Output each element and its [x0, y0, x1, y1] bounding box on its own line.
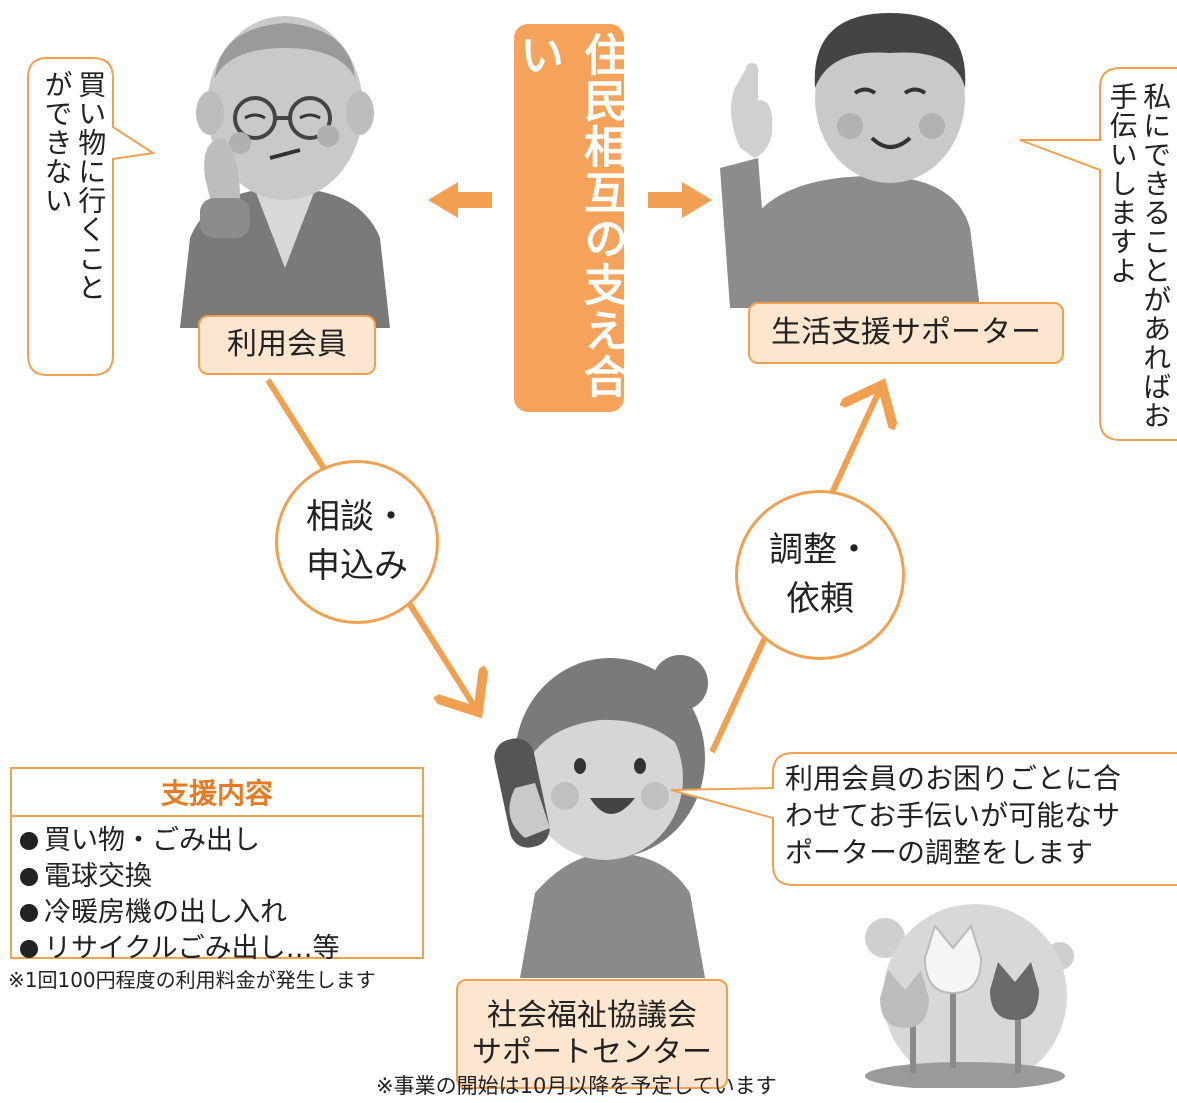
supporter-speech-bubble-shape [1019, 67, 1177, 441]
center-speech-bubble-shape [670, 752, 1177, 886]
fee-note: ※1回100円程度の利用料金が発生します [8, 968, 376, 992]
center-speech-text: 利用会員のお困りごとに合 わせてお手伝いが可能なサ ポーターの調整をします [785, 760, 1175, 871]
consult-apply-circle: 相談・申込み [275, 460, 439, 624]
footer-note: ※事業の開始は10月以降を予定しています [376, 1074, 777, 1098]
support-item-text: 電球交換 [44, 861, 152, 892]
user-speech-text: 買い物に行くことができない [40, 70, 108, 302]
center-label-line2: サポートセンター [472, 1035, 712, 1070]
support-item: リサイクルごみ出し…等 [20, 931, 422, 967]
title-band [514, 24, 624, 412]
bullet-icon [20, 940, 38, 958]
diagram-title: 住民相互の支え合い [512, 32, 627, 400]
supporter-man-illustration [720, 13, 980, 308]
user-speech-bubble-shape [27, 57, 156, 376]
support-item: 冷暖房機の出し入れ [20, 895, 422, 931]
center-speech-line1: 利用会員のお困りごとに合 [785, 762, 1122, 795]
support-item-text: リサイクルごみ出し…等 [44, 933, 340, 964]
support-heading: 支援内容 [12, 769, 422, 817]
supporter-role-label: 生活支援サポーター [748, 302, 1064, 364]
center-label: 社会福祉協議会 サポートセンター [456, 979, 728, 1089]
consult-line2: 申込み [306, 546, 408, 586]
bullet-icon [20, 868, 38, 886]
center-speech-line3: ポーターの調整をします [785, 836, 1094, 869]
adjust-request-circle: 調整・依頼 [735, 490, 905, 660]
adjust-line1: 調整・ [769, 529, 871, 570]
support-item-text: 買い物・ごみ出し [44, 825, 260, 856]
bullet-icon [20, 832, 38, 850]
consult-line1: 相談・ [306, 496, 408, 537]
supporter-speech-text: 私にできることがあればお手伝いしますよ [1105, 82, 1173, 430]
right-arrow-icon [648, 182, 712, 218]
bullet-icon [20, 904, 38, 922]
elderly-man-illustration [180, 16, 390, 328]
center-staff-illustration [494, 655, 708, 978]
center-label-line1: 社会福祉協議会 [487, 997, 697, 1033]
adjust-line2: 依頼 [786, 579, 854, 619]
user-role-label: 利用会員 [198, 315, 376, 375]
tulip-illustration [865, 904, 1074, 1088]
left-arrow-icon [428, 182, 492, 218]
center-speech-line2: わせてお手伝いが可能なサ [785, 799, 1121, 832]
support-item: 買い物・ごみ出し [20, 823, 422, 859]
support-list: 買い物・ごみ出し 電球交換 冷暖房機の出し入れ リサイクルごみ出し…等 [20, 823, 422, 967]
support-content-box: 支援内容 買い物・ごみ出し 電球交換 冷暖房機の出し入れ リサイクルごみ出し…等 [10, 767, 424, 964]
support-item: 電球交換 [20, 859, 422, 895]
support-item-text: 冷暖房機の出し入れ [44, 897, 287, 928]
